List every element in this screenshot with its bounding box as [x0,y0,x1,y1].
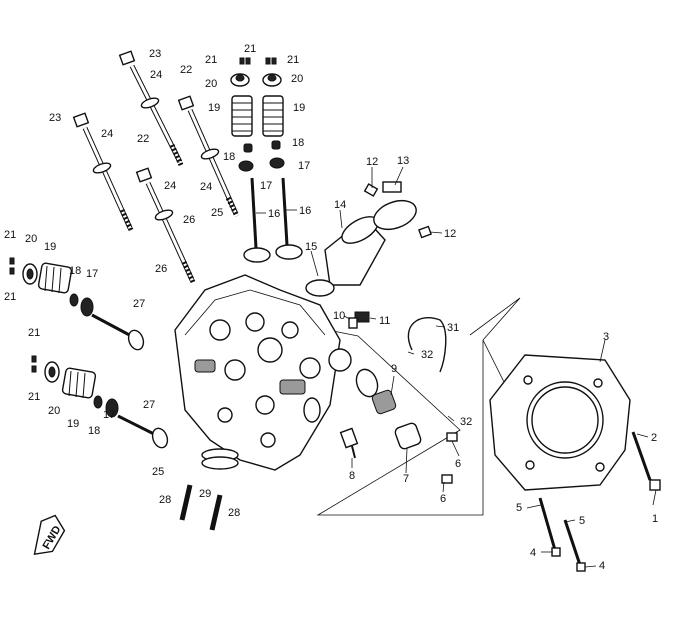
hose-clamp [373,181,417,231]
callout-18d: 18 [88,425,100,437]
callout-17c: 17 [86,268,98,280]
callout-2: 2 [651,432,657,444]
callout-5b: 5 [579,515,585,527]
callout-15: 15 [305,241,317,253]
callout-19d: 19 [67,418,79,430]
intake-manifold [305,216,386,297]
coolant-hose [407,316,447,373]
callout-21b: 21 [244,43,256,55]
callout-17b: 17 [298,160,310,172]
callout-4a: 4 [530,547,536,559]
valve-seals-top [238,140,285,172]
valves-top [243,177,303,263]
callout-4b: 4 [599,560,605,572]
callout-leaders [256,166,657,568]
callout-18b: 18 [292,137,304,149]
callout-10: 10 [333,310,345,322]
valve-stack-left-upper [9,257,145,351]
callout-14: 14 [334,199,346,211]
callout-27a: 27 [133,298,145,310]
callout-17d: 17 [103,409,115,421]
callout-18c: 18 [69,265,81,277]
callout-22b: 22 [137,133,149,145]
callout-21f: 21 [28,327,40,339]
callout-25b: 25 [152,466,164,478]
callout-23b: 23 [49,112,61,124]
head-studs [179,484,223,531]
callout-20a: 20 [205,78,217,90]
valve-keepers-top [239,57,277,65]
callout-24c: 24 [164,180,176,192]
callout-labels: 1 2 3 4 4 5 5 6 6 7 8 9 10 11 12 12 13 1… [4,43,658,572]
callout-8: 8 [349,470,355,482]
callout-21d: 21 [4,229,16,241]
head-gasket-rings [201,448,239,470]
callout-3: 3 [603,331,609,343]
callout-21a: 21 [205,54,217,66]
callout-13: 13 [397,155,409,167]
callout-27b: 27 [143,399,155,411]
callout-28a: 28 [159,494,171,506]
valve-springs-top [231,95,284,137]
long-bolt-left [72,112,134,232]
callout-6a: 6 [455,458,461,470]
callout-24a: 24 [150,69,162,81]
callout-18a: 18 [223,151,235,163]
callout-31: 31 [447,322,459,334]
callout-6b: 6 [440,493,446,505]
callout-23a: 23 [149,48,161,60]
callout-12b: 12 [444,228,456,240]
callout-21c: 21 [287,54,299,66]
callout-24b: 24 [101,128,113,140]
long-bolt-22-lower [135,167,196,284]
callout-24d: 24 [200,181,212,193]
thermostat-group [355,368,458,484]
callout-9: 9 [391,363,397,375]
cylinder-head [174,274,352,471]
callout-20b: 20 [291,73,303,85]
spring-retainers-top [230,73,282,87]
forward-arrow-icon: FWD [33,514,66,555]
clamp-screws [363,183,432,239]
callout-17a: 17 [260,180,272,192]
callout-1: 1 [652,513,658,525]
callout-16b: 16 [299,205,311,217]
long-bolt-22-upper [177,95,240,218]
callout-29: 29 [199,488,211,500]
callout-26a: 26 [183,214,195,226]
spark-plug [339,427,359,459]
callout-26b: 26 [155,263,167,275]
callout-21e: 21 [4,291,16,303]
callout-19c: 19 [44,241,56,253]
callout-32b: 32 [460,416,472,428]
callout-22a: 22 [180,64,192,76]
callout-11: 11 [379,315,390,327]
callout-32a: 32 [421,349,433,361]
callout-5a: 5 [516,502,522,514]
callout-20c: 20 [25,233,37,245]
long-bolt-mid [118,50,184,167]
callout-12a: 12 [366,156,378,168]
callout-25a: 25 [211,207,223,219]
callout-20d: 20 [48,405,60,417]
callout-28b: 28 [228,507,240,519]
callout-16a: 16 [268,208,280,220]
callout-21g: 21 [28,391,40,403]
temperature-sensor [348,311,370,329]
cylinder-block [489,354,631,491]
valve-stack-left-lower [31,355,169,449]
callout-19a: 19 [208,102,220,114]
callout-7: 7 [403,473,409,485]
callout-19b: 19 [293,102,305,114]
